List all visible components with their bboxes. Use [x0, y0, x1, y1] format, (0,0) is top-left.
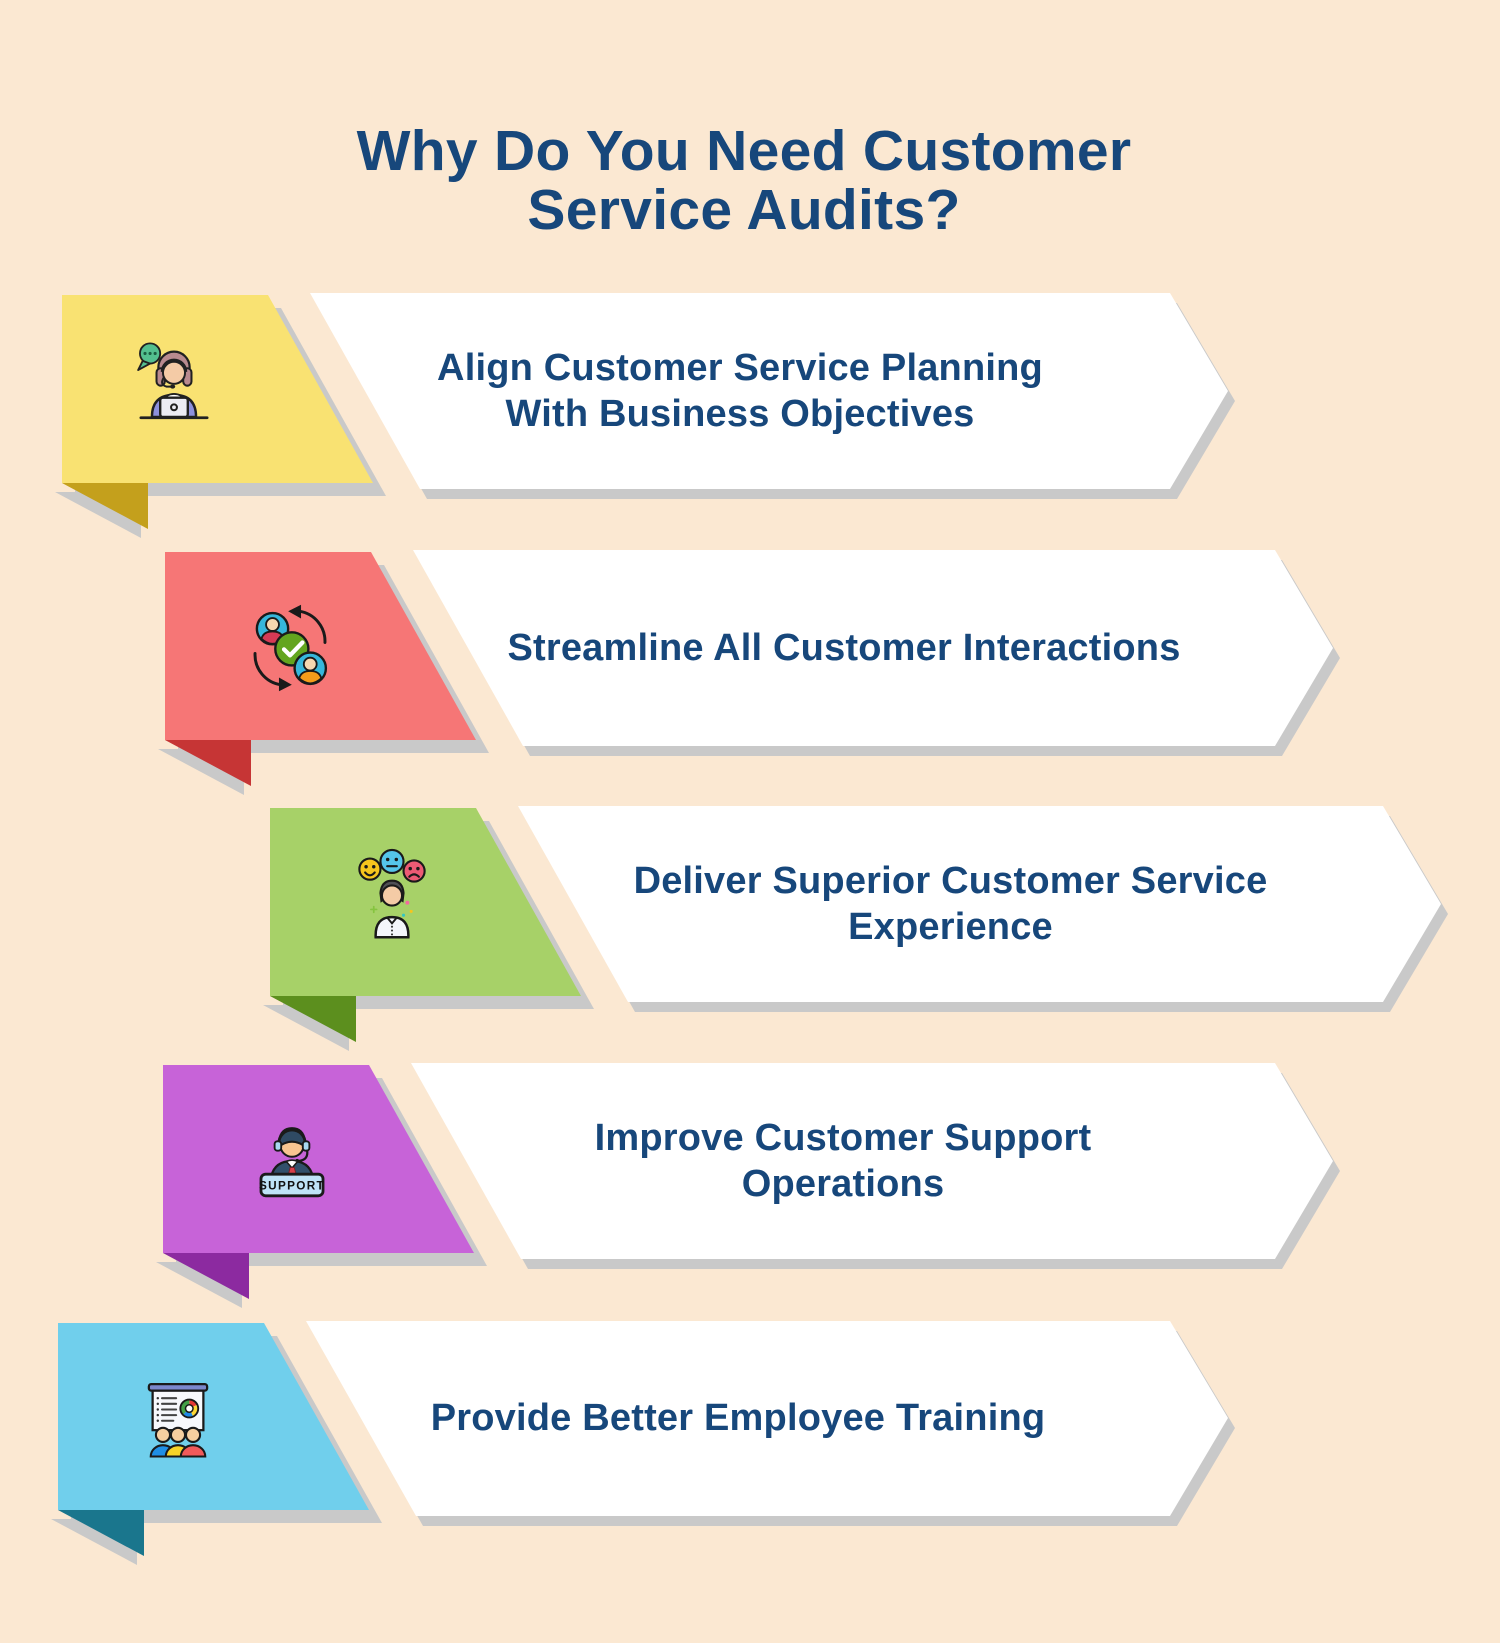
row4-fold — [163, 1253, 249, 1299]
row1-block — [62, 295, 373, 483]
row4-banner — [411, 1063, 1333, 1259]
row3-shapes — [263, 806, 1448, 1051]
row4-shapes — [156, 1063, 1340, 1308]
row4-label: Improve Customer Support Operations — [431, 1063, 1255, 1259]
support-agent-woman-icon — [137, 342, 209, 420]
employee-training-presentation-icon — [147, 1382, 209, 1458]
row1-label: Align Customer Service Planning With Bus… — [330, 293, 1150, 489]
page-title: Why Do You Need Customer Service Audits? — [0, 119, 1488, 243]
page-title-line2: Service Audits? — [527, 178, 961, 243]
row3-block — [270, 808, 581, 996]
row2-block — [165, 552, 476, 740]
row3-label: Deliver Superior Customer Service Experi… — [538, 806, 1363, 1002]
row4-label-line1: Improve Customer Support — [594, 1116, 1092, 1159]
row2-banner — [413, 550, 1333, 746]
row1-label-line1: Align Customer Service Planning — [437, 346, 1043, 389]
row1-banner — [310, 293, 1228, 489]
row5-label-line1: Provide Better Employee Training — [430, 1397, 1046, 1440]
row1-label-line2: With Business Objectives — [505, 393, 975, 435]
row2-label-line1: Streamline All Customer Interactions — [507, 626, 1181, 669]
row4-block — [163, 1065, 474, 1253]
row3-fold — [270, 996, 356, 1042]
customer-interactions-sync-icon — [253, 604, 328, 692]
row3-label-line2: Experience — [848, 906, 1053, 948]
row2-fold — [165, 740, 251, 786]
row5-label: Provide Better Employee Training — [326, 1321, 1150, 1516]
row3-label-line1: Deliver Superior Customer Service — [633, 859, 1268, 902]
row5-block — [58, 1323, 369, 1510]
row5-fold — [58, 1510, 144, 1556]
row3-banner — [518, 806, 1441, 1002]
row2-shapes — [158, 550, 1340, 795]
row1-fold — [62, 483, 148, 529]
customer-emotions-icon — [358, 848, 426, 939]
row2-label: Streamline All Customer Interactions — [433, 550, 1255, 746]
row1-shapes — [55, 293, 1235, 538]
row5-banner — [306, 1321, 1228, 1516]
page-title-line1: Why Do You Need Customer — [356, 119, 1132, 184]
support-sign-text: SUPPORT — [259, 1180, 325, 1193]
row5-shapes — [51, 1321, 1235, 1565]
row4-label-line2: Operations — [741, 1163, 945, 1205]
support-desk-agent-icon: SUPPORT — [259, 1127, 325, 1198]
